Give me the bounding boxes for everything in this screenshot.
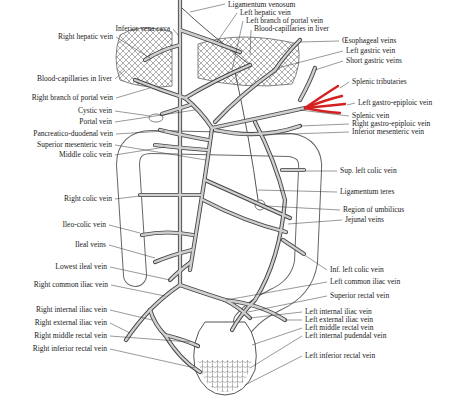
anatomy-label: Right middle rectal vein xyxy=(34,332,107,340)
anatomy-label: Right gastro-epiploic vein xyxy=(352,120,430,128)
anatomy-label: Ileal veins xyxy=(75,241,106,249)
anatomy-label: Right colic vein xyxy=(64,195,112,203)
anatomy-label: Left gastro-epiploic vein xyxy=(358,99,432,107)
anatomy-label: Portal vein xyxy=(79,118,112,126)
anatomy-label: Left hepatic vein xyxy=(240,9,291,17)
anatomy-label: Lowest ileal vein xyxy=(55,263,107,271)
anatomy-label: Inferior mesenteric vein xyxy=(352,128,424,136)
anatomy-label: Superior mesenteric vein xyxy=(37,141,112,149)
anatomy-label: Inf. left colic vein xyxy=(330,266,384,274)
anatomy-label: Left gastric vein xyxy=(346,47,395,55)
anatomy-label: Left branch of portal vein xyxy=(246,17,323,25)
anatomy-label: Left common iliac vein xyxy=(330,278,400,286)
anatomy-label: Ligamentum venosum xyxy=(228,1,295,9)
anatomy-label: Cystic vein xyxy=(78,107,112,115)
anatomy-label: Right hepatic vein xyxy=(58,33,113,41)
anatomy-label: Right common iliac vein xyxy=(34,281,108,289)
anatomy-label: Right internal iliac vein xyxy=(36,306,107,314)
anatomy-label: Jejunal veins xyxy=(345,216,384,224)
anatomy-label: Left inferior rectal vein xyxy=(305,352,375,360)
anatomy-label: Left middle rectal vein xyxy=(305,324,374,332)
anatomy-label: Middle colic vein xyxy=(59,151,112,159)
anatomy-label: Œsophageal veins xyxy=(342,37,396,45)
anatomy-label: Superior rectal vein xyxy=(330,292,389,300)
anatomy-label: Left external iliac vein xyxy=(305,316,373,324)
anatomy-label: Left internal iliac vein xyxy=(305,308,372,316)
anatomy-label: Right inferior rectal vein xyxy=(33,345,107,353)
anatomy-label: Right branch of portal vein xyxy=(32,94,113,102)
anatomy-label: Inferior vena cava xyxy=(115,25,170,33)
anatomy-label: Short gastric veins xyxy=(346,57,402,65)
anatomy-label: Blood-capillaries in liver xyxy=(37,75,112,83)
anatomy-label: Left internal pudendal vein xyxy=(305,332,386,340)
anatomy-label: Sup. left colic vein xyxy=(340,167,397,175)
anatomy-label: Splenic tributaries xyxy=(352,78,407,86)
anatomy-label: Pancreatico-duodenal vein xyxy=(33,130,113,138)
anatomy-label: Ligamentum teres xyxy=(340,188,394,196)
anatomy-label: Ileo-colic vein xyxy=(62,221,106,229)
anatomy-label: Region of umbilicus xyxy=(343,206,404,214)
anatomy-label: Right external iliac vein xyxy=(35,319,107,327)
anatomy-label: Blood-capillaries in liver xyxy=(254,25,329,33)
anatomy-label: Splenic vein xyxy=(352,112,389,120)
